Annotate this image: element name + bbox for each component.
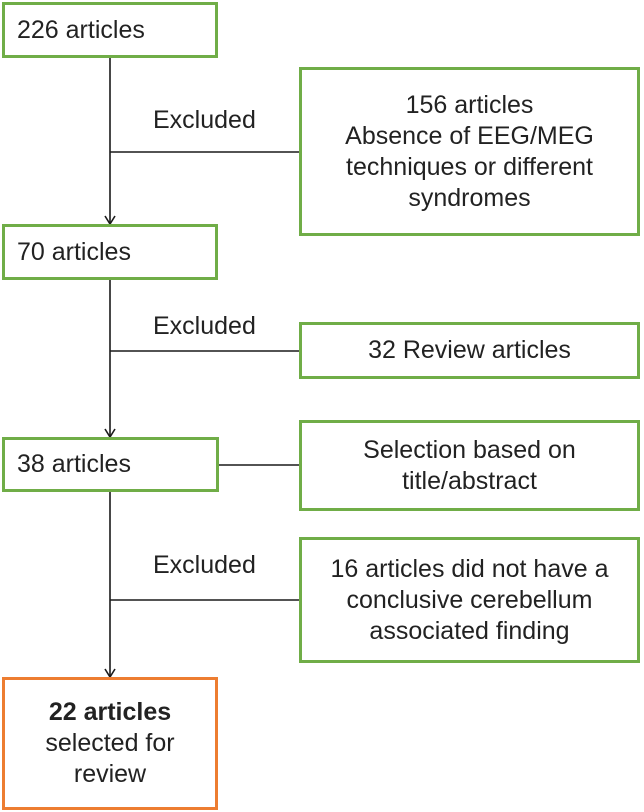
box-exclusion-review-articles: 32 Review articles bbox=[299, 322, 640, 379]
box-70-articles-text: 70 articles bbox=[17, 237, 131, 266]
selection-line-1: Selection based on bbox=[363, 435, 576, 464]
exclusion-1-line-2: Absence of EEG/MEG bbox=[345, 121, 594, 150]
box-exclusion-eeg-meg: 156 articles Absence of EEG/MEG techniqu… bbox=[299, 67, 640, 236]
box-exclusion-no-cerebellum-finding: 16 articles did not have a conclusive ce… bbox=[299, 537, 640, 663]
box-38-articles: 38 articles bbox=[2, 437, 219, 492]
excluded-label-3: Excluded bbox=[153, 551, 256, 579]
box-38-articles-text: 38 articles bbox=[17, 450, 131, 478]
exclusion-1-line-1: 156 articles bbox=[405, 90, 534, 119]
exclusion-3-line-3: associated finding bbox=[369, 616, 570, 645]
box-226-articles: 226 articles bbox=[2, 2, 218, 58]
box-22-articles-selected: 22 articles selected for review bbox=[2, 677, 218, 810]
excluded-label-2: Excluded bbox=[153, 312, 256, 340]
final-line-3: review bbox=[73, 760, 147, 788]
final-line-2: selected for bbox=[45, 729, 175, 757]
excluded-label-1: Excluded bbox=[153, 106, 256, 134]
box-226-articles-text: 226 articles bbox=[17, 15, 145, 44]
exclusion-1-line-3: techniques or different bbox=[346, 152, 593, 181]
final-count: 22 articles bbox=[48, 698, 172, 726]
selection-line-2: title/abstract bbox=[402, 466, 537, 495]
exclusion-3-line-2: conclusive cerebellum bbox=[346, 585, 593, 614]
box-70-articles: 70 articles bbox=[2, 224, 218, 280]
exclusion-2-text: 32 Review articles bbox=[368, 336, 571, 364]
exclusion-3-line-1: 16 articles did not have a bbox=[330, 554, 609, 583]
box-selection-title-abstract: Selection based on title/abstract bbox=[299, 420, 640, 511]
exclusion-1-line-4: syndromes bbox=[408, 183, 531, 212]
